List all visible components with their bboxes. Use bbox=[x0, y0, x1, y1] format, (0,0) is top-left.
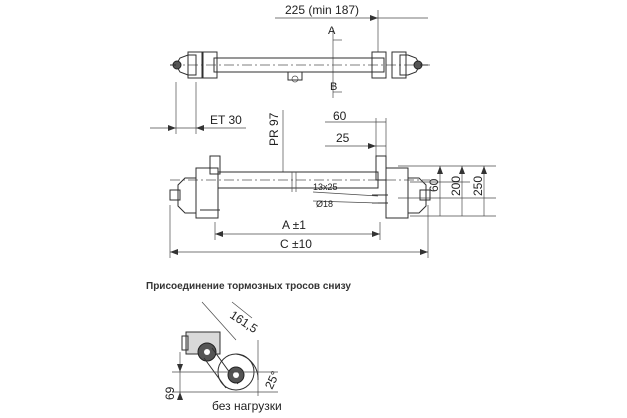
state-label: без нагрузки bbox=[212, 399, 282, 413]
dim-69: 69 bbox=[163, 386, 177, 400]
front-view: PR 97 60 25 13x25 Ø18 bbox=[169, 109, 496, 258]
bolt-label: 13x25 bbox=[313, 182, 338, 192]
section-a-label: A bbox=[328, 25, 336, 37]
dim-60-side: 60 bbox=[427, 178, 441, 192]
hole-label: Ø18 bbox=[316, 199, 333, 209]
dim-c: C ±10 bbox=[280, 237, 312, 251]
offset-et-label: ET 30 bbox=[210, 113, 242, 127]
dim-250: 250 bbox=[471, 176, 485, 196]
pr-label: PR 97 bbox=[267, 112, 281, 146]
dim-a: A ±1 bbox=[282, 218, 306, 232]
brake-cable-detail: Присоединение тормозных тросов снизу 161… bbox=[146, 281, 351, 413]
dim-25: 25 bbox=[336, 131, 350, 145]
top-view: 225 (min 187) A B ET 30 bbox=[150, 3, 430, 134]
detail-caption: Присоединение тормозных тросов снизу bbox=[146, 281, 351, 292]
section-b-label: B bbox=[330, 81, 337, 93]
dim-60-top: 60 bbox=[333, 109, 347, 123]
dim-161-5: 161,5 bbox=[227, 308, 260, 336]
dim-225-label: 225 (min 187) bbox=[285, 3, 359, 17]
dim-200: 200 bbox=[449, 176, 463, 196]
